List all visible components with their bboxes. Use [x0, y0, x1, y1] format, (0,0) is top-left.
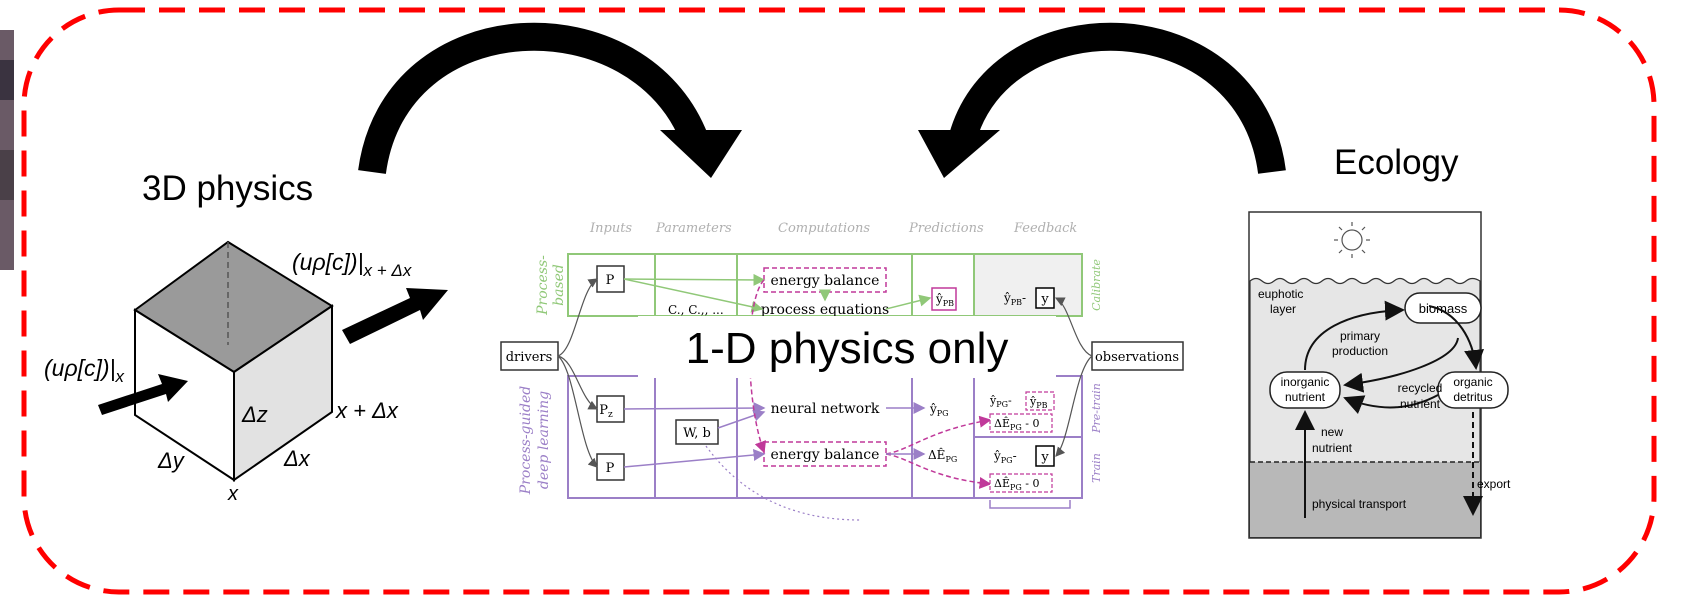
- curved-arrow-left: [372, 37, 742, 178]
- header-feedback: Feedback: [1013, 221, 1077, 236]
- band-label-pgdl-line2: deep learning: [536, 391, 552, 489]
- ecology-diagram: euphotic layer biomass inorganic nutrien…: [1249, 212, 1530, 538]
- side-pretrain: Pre-train: [1090, 383, 1103, 434]
- new-nutrient-line1: new: [1321, 425, 1343, 439]
- x-label: x: [227, 483, 239, 505]
- export-label: export: [1477, 477, 1511, 491]
- svg-text:W, b: W, b: [683, 426, 711, 441]
- primary-production-line2: production: [1332, 344, 1388, 358]
- neural-network: neural network: [771, 401, 880, 417]
- header-inputs: Inputs: [589, 221, 632, 236]
- svg-text:organic: organic: [1453, 375, 1492, 389]
- pretrain-expr: ŷPG-: [989, 394, 1012, 409]
- observations-label: observations: [1095, 350, 1179, 365]
- x-plus-dx-label: x + Δx: [335, 398, 399, 423]
- band-label-process-based-line1: Process-: [535, 255, 551, 316]
- recycled-nutrient-line2: nutrient: [1400, 397, 1441, 411]
- side-calibrate: Calibrate: [1090, 259, 1103, 311]
- flux-out-arrow: [342, 288, 448, 344]
- overlay-text: 1-D physics only: [686, 324, 1009, 373]
- svg-text:energy balance: energy balance: [771, 273, 880, 289]
- finite-volume-cube: (uρ[c])|x (uρ[c])|x + Δx Δz Δy Δx x x + …: [44, 242, 448, 505]
- svg-text:detritus: detritus: [1453, 390, 1492, 404]
- svg-text:biomass: biomass: [1419, 301, 1468, 316]
- delta-e-label: ΔÊPG: [928, 447, 957, 464]
- header-parameters: Parameters: [655, 221, 732, 236]
- dy-label: Δy: [157, 448, 186, 473]
- svg-text:P: P: [606, 461, 615, 476]
- euphotic-line1: euphotic: [1258, 287, 1303, 301]
- right-title: Ecology: [1334, 143, 1459, 182]
- dx-label: Δx: [283, 446, 311, 471]
- svg-text:y: y: [1040, 450, 1049, 465]
- side-train: Train: [1090, 453, 1103, 483]
- process-equations: process equations: [761, 302, 889, 318]
- svg-text:energy balance: energy balance: [771, 447, 880, 463]
- euphotic-line2: layer: [1270, 302, 1296, 316]
- band-label-process-based-line2: based: [551, 264, 567, 306]
- params-top: C., C.,, ...: [668, 303, 724, 317]
- svg-text:inorganic: inorganic: [1281, 375, 1330, 389]
- band-label-pgdl-line1: Process-guided: [518, 386, 534, 495]
- header-predictions: Predictions: [908, 221, 984, 236]
- header-computations: Computations: [778, 221, 870, 236]
- svg-text:y: y: [1040, 292, 1049, 307]
- y-pg-label: ŷPG: [929, 402, 949, 418]
- svg-text:P: P: [606, 273, 615, 288]
- drivers-label: drivers: [506, 350, 553, 365]
- dz-label: Δz: [241, 402, 268, 427]
- flux-out-label: (uρ[c])|x + Δx: [292, 249, 412, 280]
- train-expr: ŷPG-: [993, 449, 1017, 465]
- flux-in-label: (uρ[c])|x: [44, 355, 125, 386]
- left-title: 3D physics: [142, 169, 313, 208]
- primary-production-line1: primary: [1340, 329, 1380, 343]
- curved-arrow-right: [918, 37, 1272, 178]
- svg-text:nutrient: nutrient: [1285, 390, 1326, 404]
- recycled-nutrient-line1: recycled: [1398, 381, 1443, 395]
- physical-transport-label: physical transport: [1312, 497, 1407, 511]
- new-nutrient-line2: nutrient: [1312, 441, 1353, 455]
